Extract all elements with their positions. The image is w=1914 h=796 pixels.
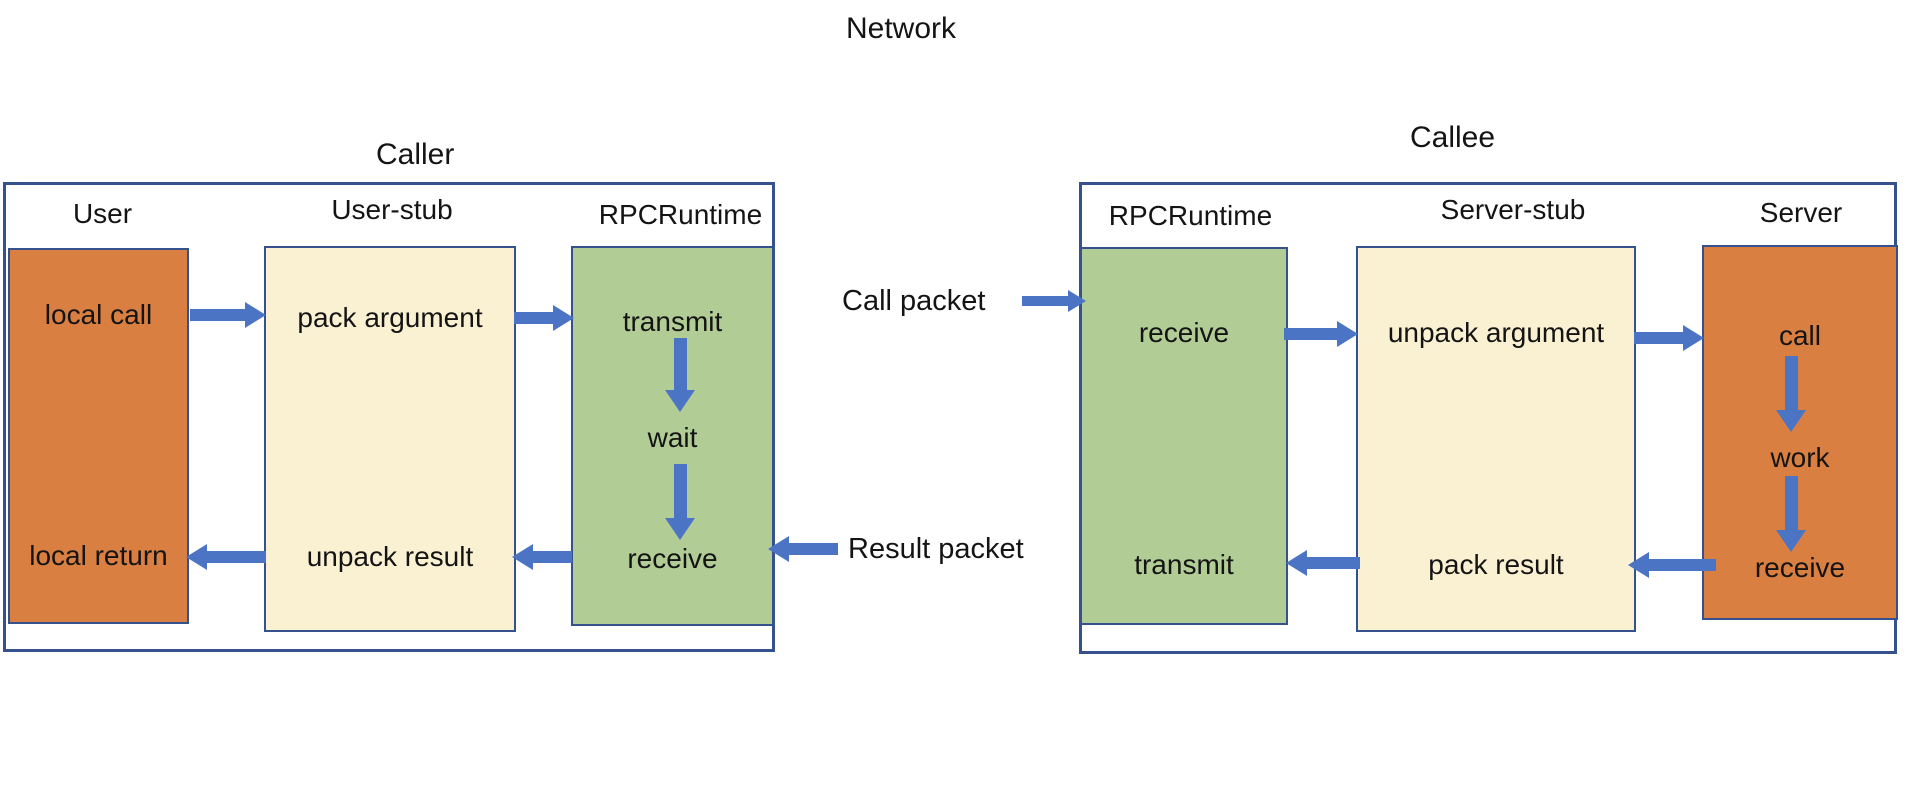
header-server-stub: Server-stub [1440, 194, 1586, 225]
arrow-shaft [514, 312, 553, 324]
arrow-head [768, 536, 789, 562]
arrow-head [1337, 321, 1358, 347]
step-local-call: local call [44, 299, 153, 330]
arrow-shaft [1284, 328, 1337, 340]
arrow-work-to-receive-icon [1776, 476, 1806, 552]
header-user-stub: User-stub [331, 194, 453, 225]
arrow-head [1683, 325, 1704, 351]
header-rpcruntime-callee: RPCRuntime [1108, 200, 1273, 231]
arrow-shaft [1784, 356, 1798, 410]
arrow-head [1776, 410, 1806, 432]
step-transmit-callee: transmit [1134, 549, 1234, 580]
step-work: work [1770, 442, 1830, 473]
arrow-head [1068, 290, 1086, 312]
arrow-call-packet-icon [1022, 289, 1086, 313]
arrow-shaft [673, 464, 687, 518]
arrow-head [665, 518, 695, 540]
arrow-head [512, 544, 533, 570]
rpc-runtime-box-caller: transmit wait receive [571, 246, 774, 626]
step-unpack-result: unpack result [306, 541, 474, 572]
server-box: call work receive [1702, 245, 1898, 620]
arrow-local-call-to-pack-argument-icon [190, 302, 266, 328]
step-pack-argument: pack argument [297, 302, 483, 333]
caller-group-label: Caller [376, 138, 455, 171]
arrow-head [186, 544, 207, 570]
header-server: Server [1759, 197, 1843, 228]
rpc-runtime-box-callee: receive transmit [1080, 247, 1288, 625]
arrow-shaft [207, 551, 266, 563]
step-unpack-argument: unpack argument [1387, 317, 1605, 348]
arrow-receive-to-unpack-result-icon [512, 544, 572, 570]
arrow-unpack-argument-to-call-icon [1634, 325, 1704, 351]
arrow-shaft [1784, 476, 1798, 530]
user-box: local call local return [8, 248, 189, 624]
arrow-pack-result-to-transmit-icon [1286, 550, 1360, 576]
arrow-shaft [673, 338, 687, 390]
server-stub-box: unpack argument pack result [1356, 246, 1636, 632]
arrow-head [1286, 550, 1307, 576]
arrow-unpack-result-to-local-return-icon [186, 544, 266, 570]
result-packet-label: Result packet [848, 533, 1024, 565]
arrow-wait-to-receive-icon [665, 464, 695, 540]
arrow-head [665, 390, 695, 412]
arrow-shaft [1634, 332, 1683, 344]
arrow-transmit-to-wait-icon [665, 338, 695, 412]
arrow-shaft [1307, 557, 1360, 569]
arrow-head [553, 305, 574, 331]
network-title: Network [846, 12, 957, 45]
arrow-head [1628, 552, 1649, 578]
step-receive-server: receive [1754, 552, 1846, 583]
arrow-shaft [533, 551, 572, 563]
user-stub-box: pack argument unpack result [264, 246, 516, 632]
arrow-call-to-work-icon [1776, 356, 1806, 432]
step-local-return: local return [29, 540, 168, 571]
header-rpcruntime-caller: RPCRuntime [598, 199, 763, 230]
arrow-pack-argument-to-transmit-icon [514, 305, 574, 331]
arrow-receive-to-unpack-argument-icon [1284, 321, 1358, 347]
arrow-shaft [1649, 559, 1716, 571]
arrow-result-packet-icon [768, 536, 838, 562]
arrow-shaft [789, 543, 838, 555]
callee-group-label: Callee [1410, 121, 1496, 154]
step-receive-caller: receive [627, 543, 718, 574]
arrow-receive-to-pack-result-icon [1628, 552, 1716, 578]
step-pack-result: pack result [1428, 549, 1564, 580]
arrow-head [1776, 530, 1806, 552]
step-call: call [1778, 320, 1821, 351]
step-transmit-caller: transmit [622, 306, 723, 337]
step-receive-callee: receive [1138, 317, 1230, 348]
arrow-head [245, 302, 266, 328]
header-user: User [72, 198, 133, 229]
arrow-shaft [190, 309, 245, 321]
arrow-shaft [1022, 296, 1068, 306]
call-packet-label: Call packet [842, 285, 986, 317]
step-wait: wait [647, 422, 698, 453]
